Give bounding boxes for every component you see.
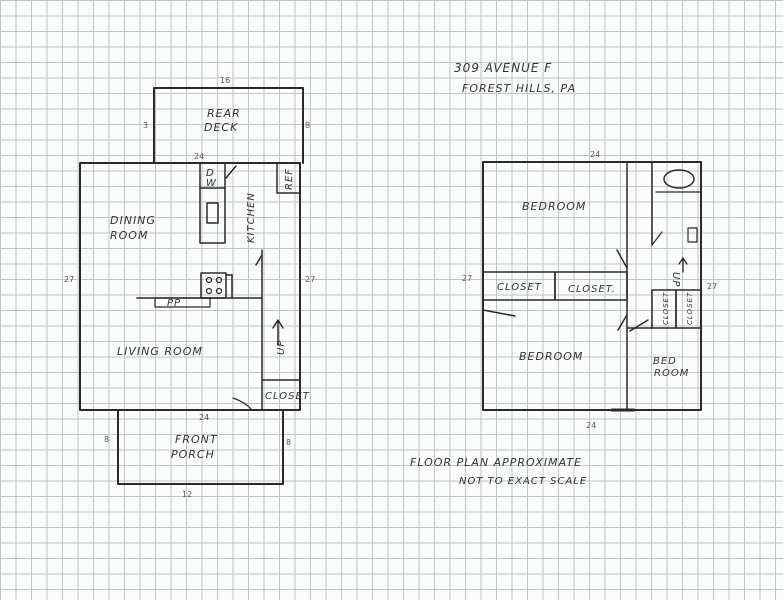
small-closet-right xyxy=(675,289,702,329)
second-floor-outline xyxy=(482,161,702,411)
stove-burner xyxy=(215,276,223,284)
front-porch-outline xyxy=(117,409,284,485)
closet-right-label: CLOSET. xyxy=(568,284,616,295)
dim-second-top: 24 xyxy=(590,150,600,159)
dim-deck-width: 16 xyxy=(220,76,230,85)
dim-second-bottom: 24 xyxy=(586,421,596,430)
dishwasher-label-w: W xyxy=(206,178,217,189)
dishwasher-door-swing xyxy=(225,165,237,179)
small-closet-left-label: CLOSET xyxy=(662,292,670,325)
first-floor-outline xyxy=(79,162,301,411)
dim-porch-right: 8 xyxy=(286,438,291,447)
refrigerator-box xyxy=(276,162,301,194)
rear-deck-outline xyxy=(153,87,304,164)
rear-deck-label-1: REAR xyxy=(207,107,241,120)
living-room-label: LIVING ROOM xyxy=(117,345,203,358)
stairs-up-label: UP xyxy=(276,340,287,355)
rear-deck-label-2: DECK xyxy=(204,121,238,134)
second-floor-plan: UP CLOSET CLOSET. CLOSET CLOSET BEDROOM … xyxy=(462,150,717,430)
note-line-2: NOT TO EXACT SCALE xyxy=(459,476,587,487)
first-floor-plan: REAR DECK 16 3 8 D W 24 REF KITCHEN PP xyxy=(64,76,315,499)
door-swing xyxy=(616,249,628,269)
bed-room-label-2: ROOM xyxy=(654,368,689,379)
stairs-up-arrow-icon xyxy=(272,319,284,346)
closet-box xyxy=(261,379,301,411)
door-swing xyxy=(255,254,263,266)
door-swing xyxy=(617,314,628,331)
second-stairs-arrow-icon xyxy=(678,257,688,273)
dim-deck-left: 3 xyxy=(143,121,148,130)
dim-house-bottom: 24 xyxy=(199,413,209,422)
stove-burner xyxy=(205,287,213,295)
door-swing xyxy=(482,309,516,317)
stove-burner xyxy=(205,276,213,284)
dim-house-right: 27 xyxy=(305,275,315,284)
dim-deck-right: 8 xyxy=(305,121,310,130)
dim-second-right: 27 xyxy=(707,282,717,291)
bedroom-top-label: BEDROOM xyxy=(522,200,586,213)
kitchen-counter-left xyxy=(199,162,226,244)
closet-left-label: CLOSET xyxy=(497,282,542,293)
note-line-1: FLOOR PLAN APPROXIMATE xyxy=(410,456,582,469)
pantry-label: PP xyxy=(167,298,181,309)
small-closet-right-label: CLOSET xyxy=(686,292,694,325)
dim-dw-note: 24 xyxy=(194,152,204,161)
dishwasher-label-d: D xyxy=(206,168,215,179)
stove-box xyxy=(200,272,227,299)
entry-door-swing xyxy=(232,397,253,411)
address-line-1: 309 AVENUE F xyxy=(454,61,552,75)
refrigerator-label: REF xyxy=(284,168,295,190)
bed-room-label-1: BED xyxy=(653,356,677,367)
dim-second-left: 27 xyxy=(462,274,472,283)
address-line-2: FOREST HILLS, PA xyxy=(462,82,576,95)
front-porch-label-2: PORCH xyxy=(171,448,215,461)
dim-porch-left: 8 xyxy=(104,435,109,444)
dim-porch-bottom: 12 xyxy=(182,490,192,499)
bathtub xyxy=(663,169,695,189)
front-porch-label-1: FRONT xyxy=(175,433,218,446)
bath-door-swing xyxy=(651,231,663,246)
kitchen-sink xyxy=(206,202,219,224)
dining-room-label-2: ROOM xyxy=(110,229,148,242)
toilet xyxy=(687,227,698,243)
bedroom-bottom-label: BEDROOM xyxy=(519,350,583,363)
pantry-box xyxy=(154,297,211,308)
closet-right-box xyxy=(554,271,628,301)
stove-burner xyxy=(215,287,223,295)
closet-label: CLOSET xyxy=(265,391,310,402)
door-swing xyxy=(629,319,649,332)
dim-house-left: 27 xyxy=(64,275,74,284)
kitchen-label: KITCHEN xyxy=(246,192,257,243)
second-stairs-up-label: UP xyxy=(670,272,681,287)
dining-room-label-1: DINING xyxy=(110,214,156,227)
